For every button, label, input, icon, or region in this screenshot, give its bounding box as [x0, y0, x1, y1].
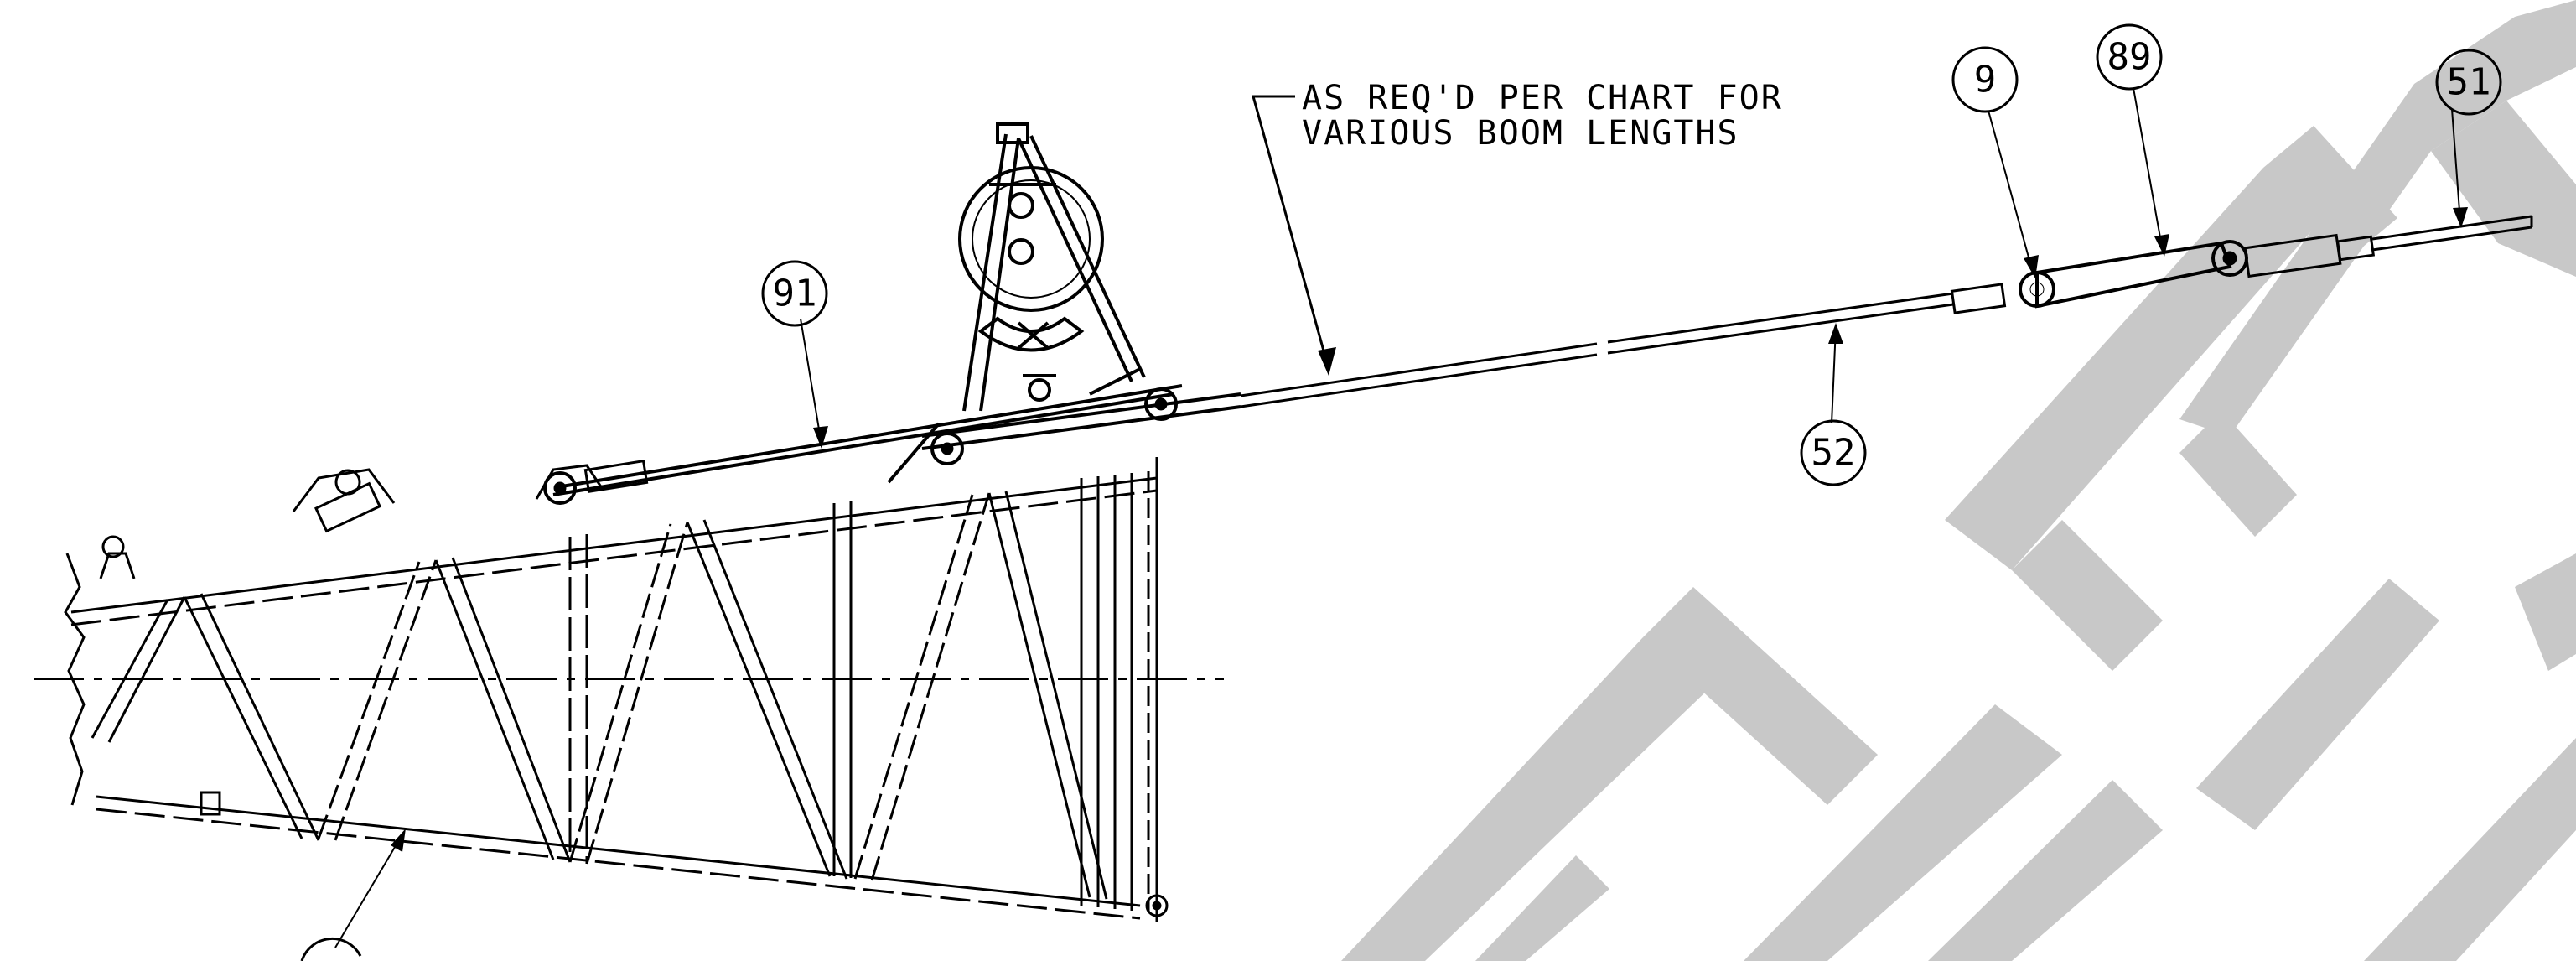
callout-label: 52 — [1811, 432, 1856, 475]
watermark — [1341, 0, 2576, 961]
sheave — [958, 166, 1104, 312]
boom-lattice-section — [34, 457, 1224, 922]
callout-label: 51 — [2447, 61, 2491, 104]
watermark-stroke — [1475, 855, 1609, 961]
watermark-stroke — [2196, 579, 2439, 830]
break-line — [64, 553, 86, 806]
callout-91: 91 — [761, 260, 828, 449]
note-line-1: AS REQ'D PER CHART FOR — [1302, 79, 1783, 117]
watermark-stroke — [2263, 126, 2397, 260]
watermark-stroke — [1945, 168, 2330, 570]
watermark-stroke — [2179, 411, 2297, 537]
watermark-stroke — [1744, 704, 2062, 961]
mast-assembly — [958, 122, 1146, 412]
pendant-line — [543, 215, 2533, 505]
watermark-stroke — [1643, 587, 1878, 805]
watermark-stroke — [2515, 553, 2576, 671]
callout-89: 89 — [2096, 23, 2169, 257]
watermark-stroke — [2364, 738, 2576, 961]
watermark-stroke — [2431, 101, 2576, 277]
watermark-stroke — [1341, 637, 1710, 961]
note-line-2: VARIOUS BOOM LENGTHS — [1302, 114, 1739, 153]
callout-9: 9 — [1951, 46, 2039, 278]
callout-label: 9 — [1974, 59, 1997, 101]
watermark-stroke — [1928, 780, 2163, 961]
length-note: AS REQ'D PER CHART FOR VARIOUS BOOM LENG… — [1252, 79, 1783, 376]
callout-51: 51 — [2435, 49, 2502, 228]
callout-label: 89 — [2107, 36, 2152, 79]
callout-partial-bottom — [300, 829, 406, 961]
callout-52: 52 — [1800, 323, 1867, 486]
callout-label: 91 — [773, 273, 817, 315]
watermark-stroke — [2012, 520, 2163, 671]
